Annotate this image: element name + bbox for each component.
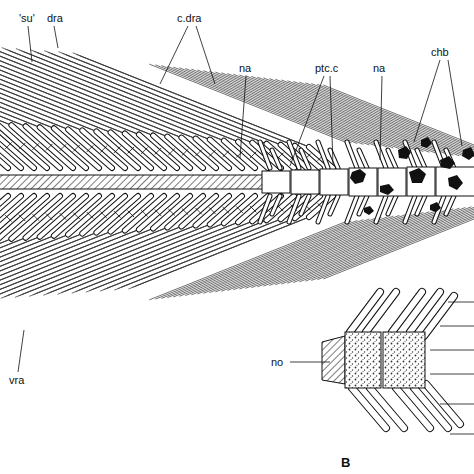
- part-label: chb: [430, 46, 450, 58]
- part-label: 'su': [18, 12, 36, 24]
- part-label: no: [270, 356, 284, 368]
- radial-outline: [0, 121, 333, 243]
- inset-centrum: [345, 332, 381, 388]
- part-label: na: [238, 62, 252, 74]
- part-label: na: [372, 62, 386, 74]
- panel-letter: B: [340, 456, 351, 470]
- notochord: [0, 175, 264, 189]
- part-label: vra: [8, 374, 25, 386]
- leader-lines: [18, 26, 474, 434]
- part-label: ptc.c: [314, 62, 339, 74]
- neural-arch-outline: [260, 142, 454, 222]
- dark-ossification: [350, 137, 474, 215]
- inset-notochord: [322, 336, 345, 384]
- neural-arch-fill: [260, 142, 454, 222]
- centra: [262, 167, 474, 196]
- radial-fill: [0, 121, 333, 243]
- main-skeleton: [0, 27, 474, 315]
- fin-rays: [0, 27, 474, 315]
- part-label: dra: [46, 12, 64, 24]
- inset-centrum: [383, 332, 425, 388]
- part-label: c.dra: [176, 12, 202, 24]
